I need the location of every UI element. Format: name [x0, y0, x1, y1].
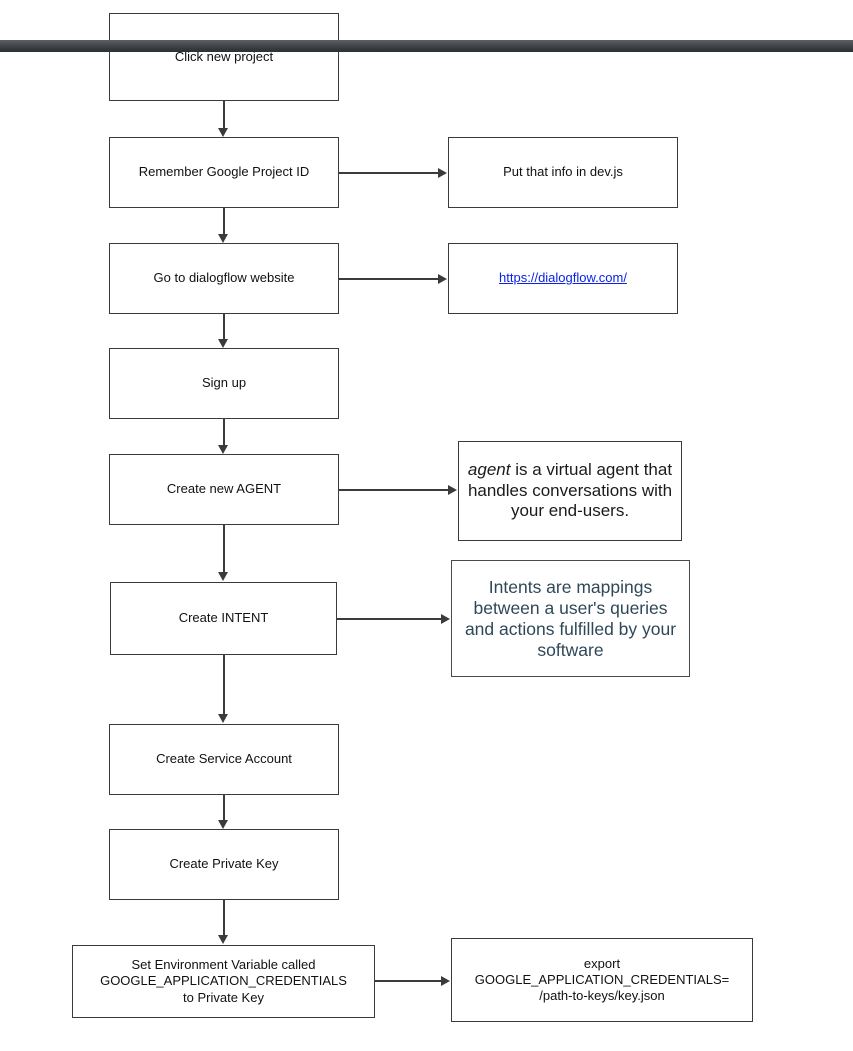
arrowhead-down	[218, 234, 228, 243]
edge-remember-to-dialogflow	[223, 208, 225, 235]
node-create-service-account[interactable]: Create Service Account	[109, 724, 339, 795]
edge-service-account-to-key	[223, 795, 225, 821]
arrowhead-right	[441, 614, 450, 624]
node-create-new-agent[interactable]: Create new AGENT	[109, 454, 339, 525]
arrowhead-down	[218, 445, 228, 454]
arrowhead-right	[438, 274, 447, 284]
arrowhead-down	[218, 714, 228, 723]
arrowhead-down	[218, 820, 228, 829]
dialogflow-link[interactable]: https://dialogflow.com/	[499, 270, 627, 286]
node-click-new-project[interactable]: Click new project	[109, 13, 339, 101]
edge-intent-to-service-account	[223, 655, 225, 715]
node-put-info-dev-js[interactable]: Put that info in dev.js	[448, 137, 678, 208]
node-label: Put that info in dev.js	[503, 164, 623, 180]
callout-agent-definition: agent is a virtual agent that handles co…	[458, 441, 682, 541]
arrowhead-down	[218, 128, 228, 137]
callout-intent-definition: Intents are mappings between a user's qu…	[451, 560, 690, 677]
callout-text: agent is a virtual agent that handles co…	[465, 460, 675, 521]
node-label: Create new AGENT	[166, 481, 282, 497]
arrowhead-down	[218, 339, 228, 348]
node-label: Remember Google Project ID	[138, 164, 310, 180]
node-create-private-key[interactable]: Create Private Key	[109, 829, 339, 900]
overlay-scroll-bar[interactable]	[0, 40, 853, 52]
node-label: Sign up	[201, 375, 247, 391]
arrowhead-right	[438, 168, 447, 178]
node-create-intent[interactable]: Create INTENT	[110, 582, 337, 655]
node-set-env-variable[interactable]: Set Environment Variable called GOOGLE_A…	[72, 945, 375, 1018]
node-label: export GOOGLE_APPLICATION_CREDENTIALS= /…	[474, 955, 730, 1004]
edge-key-to-env-variable	[223, 900, 225, 936]
edge-remember-to-devjs	[339, 172, 438, 174]
callout-text: Intents are mappings between a user's qu…	[464, 576, 677, 660]
node-remember-project-id[interactable]: Remember Google Project ID	[109, 137, 339, 208]
edge-dialogflow-to-signup	[223, 314, 225, 340]
node-label: Click new project	[174, 48, 274, 64]
edge-agent-to-intent	[223, 525, 225, 573]
node-go-to-dialogflow[interactable]: Go to dialogflow website	[109, 243, 339, 314]
edge-intent-to-callout	[337, 618, 441, 620]
node-label: Create Private Key	[169, 856, 279, 872]
callout-rest: is a virtual agent that handles conversa…	[467, 460, 673, 521]
node-label: Create Service Account	[156, 751, 292, 767]
node-label: Go to dialogflow website	[153, 270, 295, 286]
node-sign-up[interactable]: Sign up	[109, 348, 339, 419]
edge-click-to-remember	[223, 101, 225, 129]
arrowhead-right	[448, 485, 457, 495]
edge-env-to-export	[375, 980, 441, 982]
arrowhead-down	[218, 572, 228, 581]
edge-dialogflow-to-url	[339, 278, 438, 280]
node-label: Set Environment Variable called GOOGLE_A…	[100, 957, 347, 1005]
node-export-command[interactable]: export GOOGLE_APPLICATION_CREDENTIALS= /…	[451, 938, 753, 1022]
arrowhead-down	[218, 935, 228, 944]
arrowhead-right	[441, 976, 450, 986]
edge-signup-to-agent	[223, 419, 225, 446]
node-dialogflow-url[interactable]: https://dialogflow.com/	[448, 243, 678, 314]
node-label: Create INTENT	[178, 610, 269, 626]
callout-emphasis: agent	[467, 460, 511, 480]
edge-agent-to-callout	[339, 489, 448, 491]
